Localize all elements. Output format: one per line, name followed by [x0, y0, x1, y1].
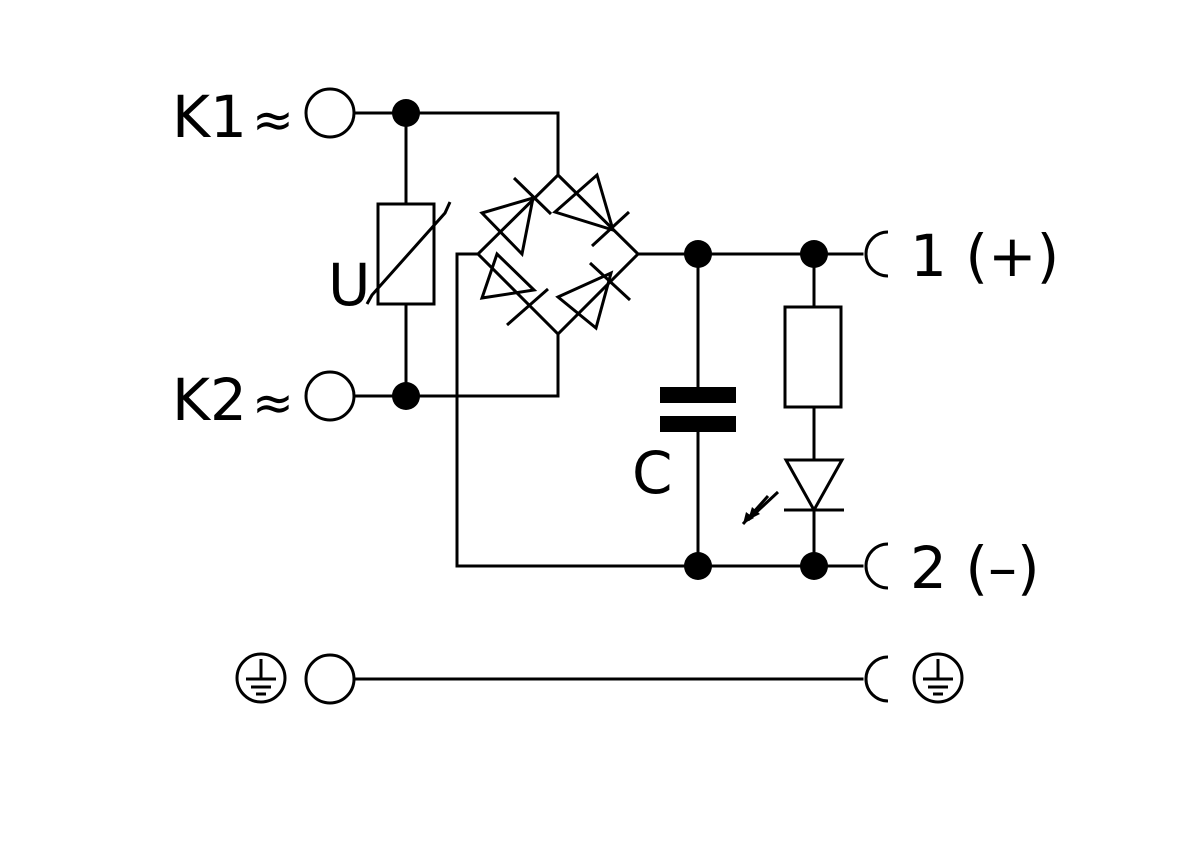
junction-plus-led	[800, 240, 828, 268]
junction-minus-led	[800, 552, 828, 580]
led	[741, 458, 845, 525]
junction-k1	[392, 99, 420, 127]
terminal-out2-label: 2 (–)	[910, 534, 1040, 602]
varistor-label: U	[328, 251, 370, 319]
terminal-out1	[864, 230, 889, 278]
terminal-k1-ac-symbol: ≈	[252, 91, 294, 149]
earth-ground-icon	[235, 652, 287, 704]
junction-k2	[392, 382, 420, 410]
bridge-rectifier	[475, 172, 641, 337]
dc-wiring	[455, 252, 864, 568]
capacitor	[660, 387, 736, 432]
terminal-k1	[304, 87, 356, 139]
terminal-k2-label: K2	[172, 366, 247, 434]
earth-ground-icon	[912, 652, 964, 704]
resistor	[783, 305, 843, 409]
terminal-out1-label: 1 (+)	[910, 222, 1059, 290]
terminal-ground-left	[304, 653, 356, 705]
terminal-k1-label: K1	[172, 83, 247, 151]
junction-plus-cap	[684, 240, 712, 268]
terminal-k2-ac-symbol: ≈	[252, 374, 294, 432]
input-wiring	[353, 111, 560, 398]
junction-minus-cap	[684, 552, 712, 580]
terminal-ground-right	[864, 655, 889, 703]
capacitor-label: C	[632, 439, 673, 507]
varistor	[365, 201, 452, 306]
terminal-k2	[304, 370, 356, 422]
terminal-out2	[864, 542, 889, 590]
